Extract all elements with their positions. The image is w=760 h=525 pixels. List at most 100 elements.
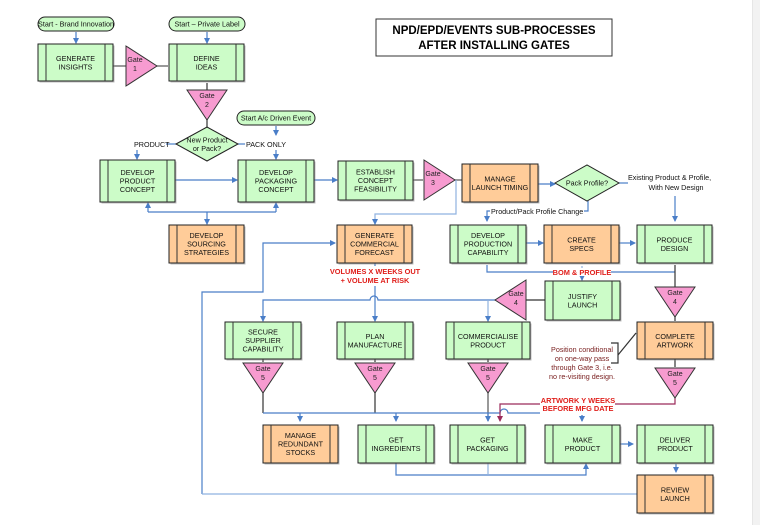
start-label: Start – Private Label	[174, 20, 240, 29]
shape-text-line: or Pack?	[193, 144, 221, 153]
gate-number: 5	[673, 380, 677, 387]
shape-text-line: CAPABILITY	[242, 345, 283, 354]
shape-text-line: COMMERCIALISE	[458, 332, 519, 341]
gate-5-artwork: Gate 5	[654, 367, 696, 399]
shape-text-line: PRODUCE	[657, 235, 693, 244]
gate-number: 5	[373, 375, 377, 382]
start-label: Start - Brand Innovation	[38, 20, 114, 29]
gate-triangle	[423, 159, 456, 201]
shape-text-line: DEVELOP	[190, 231, 224, 240]
decision-pack-profile[interactable]: Pack Profile?	[553, 164, 621, 202]
shape-text-line: MANAGE	[484, 174, 515, 183]
volumes-label-2: + VOLUME AT RISK	[341, 276, 410, 285]
shape-text-line: LAUNCH	[660, 494, 690, 503]
shape-text-line: GET	[480, 435, 495, 444]
shape-text-line: PRODUCT	[470, 340, 506, 349]
process-box	[449, 424, 526, 464]
shape-text-line: MANUFACTURE	[348, 340, 403, 349]
connector	[617, 332, 637, 356]
scrollbar[interactable]	[752, 0, 760, 525]
shape-text-line: DEVELOP	[121, 168, 155, 177]
gate-label: Gate	[480, 366, 495, 373]
connector	[201, 240, 336, 494]
process-box	[544, 424, 621, 464]
process-box	[636, 321, 714, 360]
gate-label: Gate	[425, 171, 440, 178]
process-box	[357, 424, 435, 464]
title-line-2: AFTER INSTALLING GATES	[418, 40, 570, 52]
shape-text-line: FEASIBILITY	[354, 185, 397, 194]
connector	[486, 265, 675, 273]
bom-profile-label: BOM & PROFILE	[553, 268, 612, 277]
shape-text-line: PACKAGING	[466, 444, 509, 453]
process-box	[336, 224, 413, 264]
shape-text-line: REVIEW	[661, 485, 690, 494]
shape-text-line: DEVELOP	[259, 168, 293, 177]
process-box	[636, 224, 713, 264]
shape-text-line: STRATEGIES	[184, 248, 229, 257]
start-account-driven-event[interactable]: Start A/c Driven Event	[236, 110, 316, 126]
start-label: Start A/c Driven Event	[241, 114, 311, 123]
shape-text-line: SECURE	[248, 328, 278, 337]
connector	[260, 295, 496, 322]
gate-triangle	[467, 362, 509, 394]
start-brand-innovation[interactable]: Start - Brand Innovation	[37, 16, 115, 32]
label-existing-2: With New Design	[648, 183, 703, 192]
shape-text-line: ARTWORK	[657, 340, 694, 349]
shape-text-line: PRODUCT	[565, 444, 601, 453]
shape-text-line: INSIGHTS	[59, 62, 93, 71]
diagram-title: NPD/EPD/EVENTS SUB-PROCESSES AFTER INSTA…	[375, 18, 613, 57]
shape-text-line: REDUNDANT	[278, 440, 324, 449]
start-private-label[interactable]: Start – Private Label	[168, 16, 246, 32]
label-product: PRODUCT	[134, 140, 170, 149]
shape-text-line: CONCEPT	[358, 176, 394, 185]
note-line-4: no re-visiting design.	[549, 372, 615, 381]
shape-text-line: SUPPLIER	[245, 336, 281, 345]
shape-text-line: JUSTIFY	[568, 292, 597, 301]
connector	[611, 342, 619, 364]
gate-triangle	[654, 367, 696, 399]
shape-text-line: GET	[389, 435, 404, 444]
process-box	[168, 224, 245, 264]
gate-number: 4	[673, 299, 677, 306]
gate-label: Gate	[667, 371, 682, 378]
artwork-label-1: ARTWORK Y WEEKS	[541, 396, 616, 405]
shape-text-line: SPECS	[569, 244, 594, 253]
decision-diamond	[553, 164, 621, 202]
process-box	[262, 424, 339, 464]
process-box	[544, 280, 621, 321]
connector	[372, 180, 457, 225]
gate-number: 1	[133, 66, 137, 73]
process-box	[636, 474, 714, 514]
process-box	[337, 160, 414, 201]
gate-number: 5	[261, 375, 265, 382]
gate-triangle	[354, 362, 396, 394]
